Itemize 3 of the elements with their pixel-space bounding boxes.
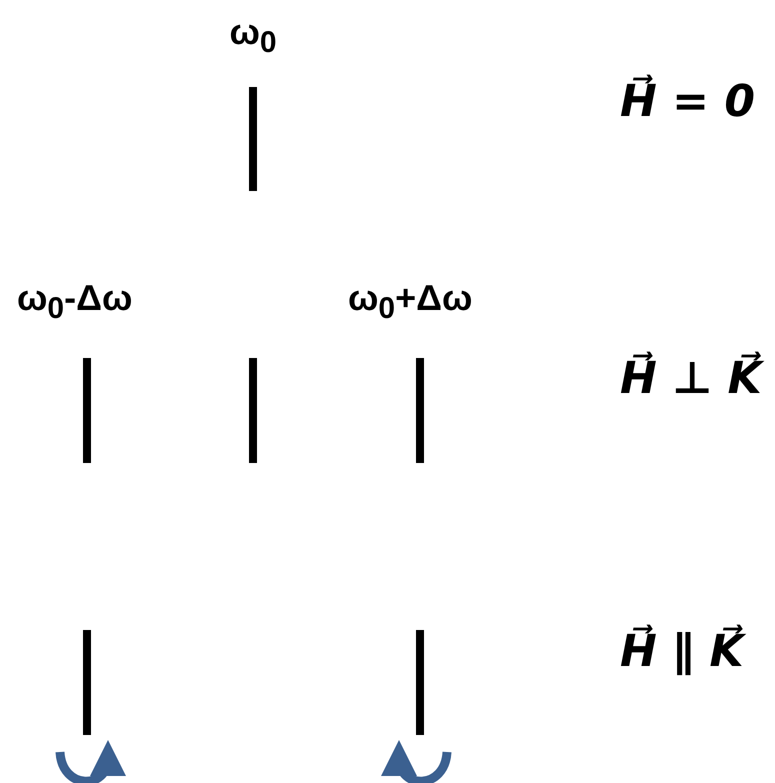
frequency-label: ω$_{0}$-Δω [17, 278, 132, 326]
frequency-label: ω$_{0}$+Δω [348, 278, 472, 326]
frequency-label: ω$_{0}$ [230, 12, 277, 60]
